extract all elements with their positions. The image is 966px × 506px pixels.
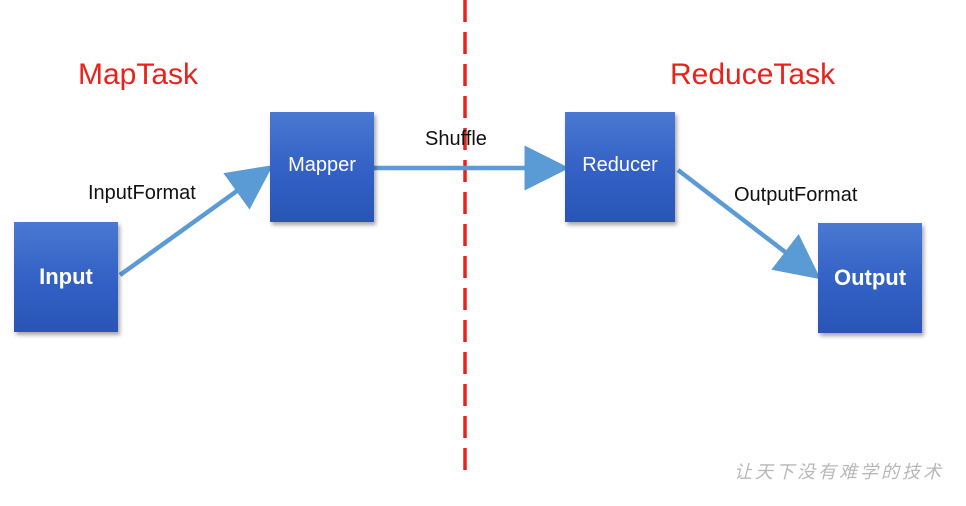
arrow-reducer-to-output [676, 168, 821, 280]
watermark-text: 让天下没有难学的技术 [734, 462, 944, 483]
reducetask-title: ReduceTask [670, 58, 836, 91]
reducer-node-label: Reducer [582, 154, 658, 176]
mapper-node: Mapper [270, 112, 374, 222]
mapper-node-label: Mapper [288, 154, 356, 176]
inputformat-label: InputFormat [88, 182, 196, 204]
arrow-input-to-mapper [118, 165, 273, 277]
reducer-node: Reducer [565, 112, 675, 222]
output-node: Output [818, 223, 922, 333]
outputformat-label: OutputFormat [734, 184, 858, 206]
input-node: Input [14, 222, 118, 332]
maptask-title: MapTask [78, 58, 199, 91]
output-node-label: Output [833, 265, 907, 290]
input-node-label: Input [39, 264, 93, 289]
shuffle-label: Shuffle [425, 128, 487, 150]
